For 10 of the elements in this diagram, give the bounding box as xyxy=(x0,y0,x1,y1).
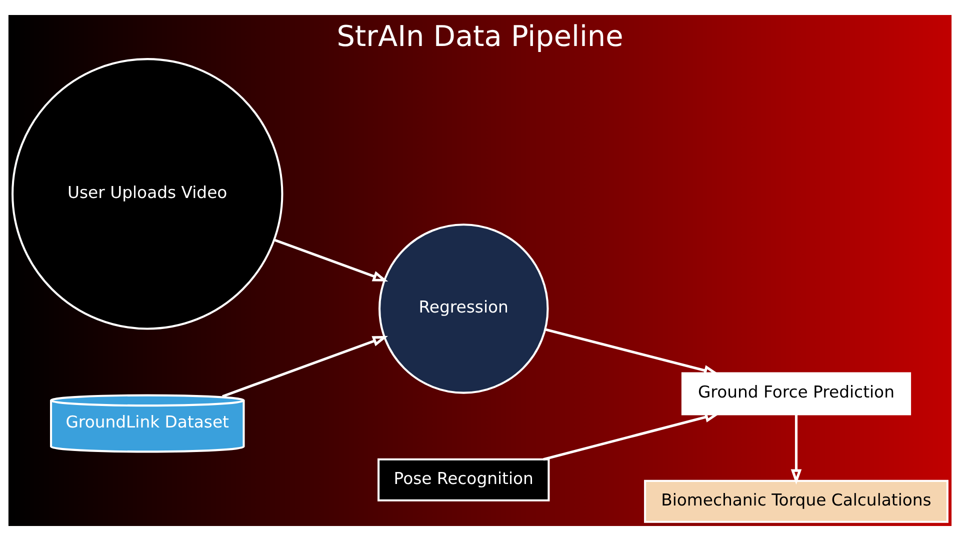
node-circle: Regression xyxy=(378,223,549,394)
arrow xyxy=(545,328,720,376)
arrow xyxy=(274,238,388,281)
diagram-title: StrAIn Data Pipeline xyxy=(336,18,624,53)
arrow xyxy=(790,414,802,484)
node-circle: User Uploads Video xyxy=(12,58,284,330)
node-box: Biomechanic Torque Calculations xyxy=(644,479,948,522)
node-box: Ground Force Prediction xyxy=(681,372,912,415)
arrow xyxy=(222,335,388,398)
node-box: Pose Recognition xyxy=(378,458,550,501)
